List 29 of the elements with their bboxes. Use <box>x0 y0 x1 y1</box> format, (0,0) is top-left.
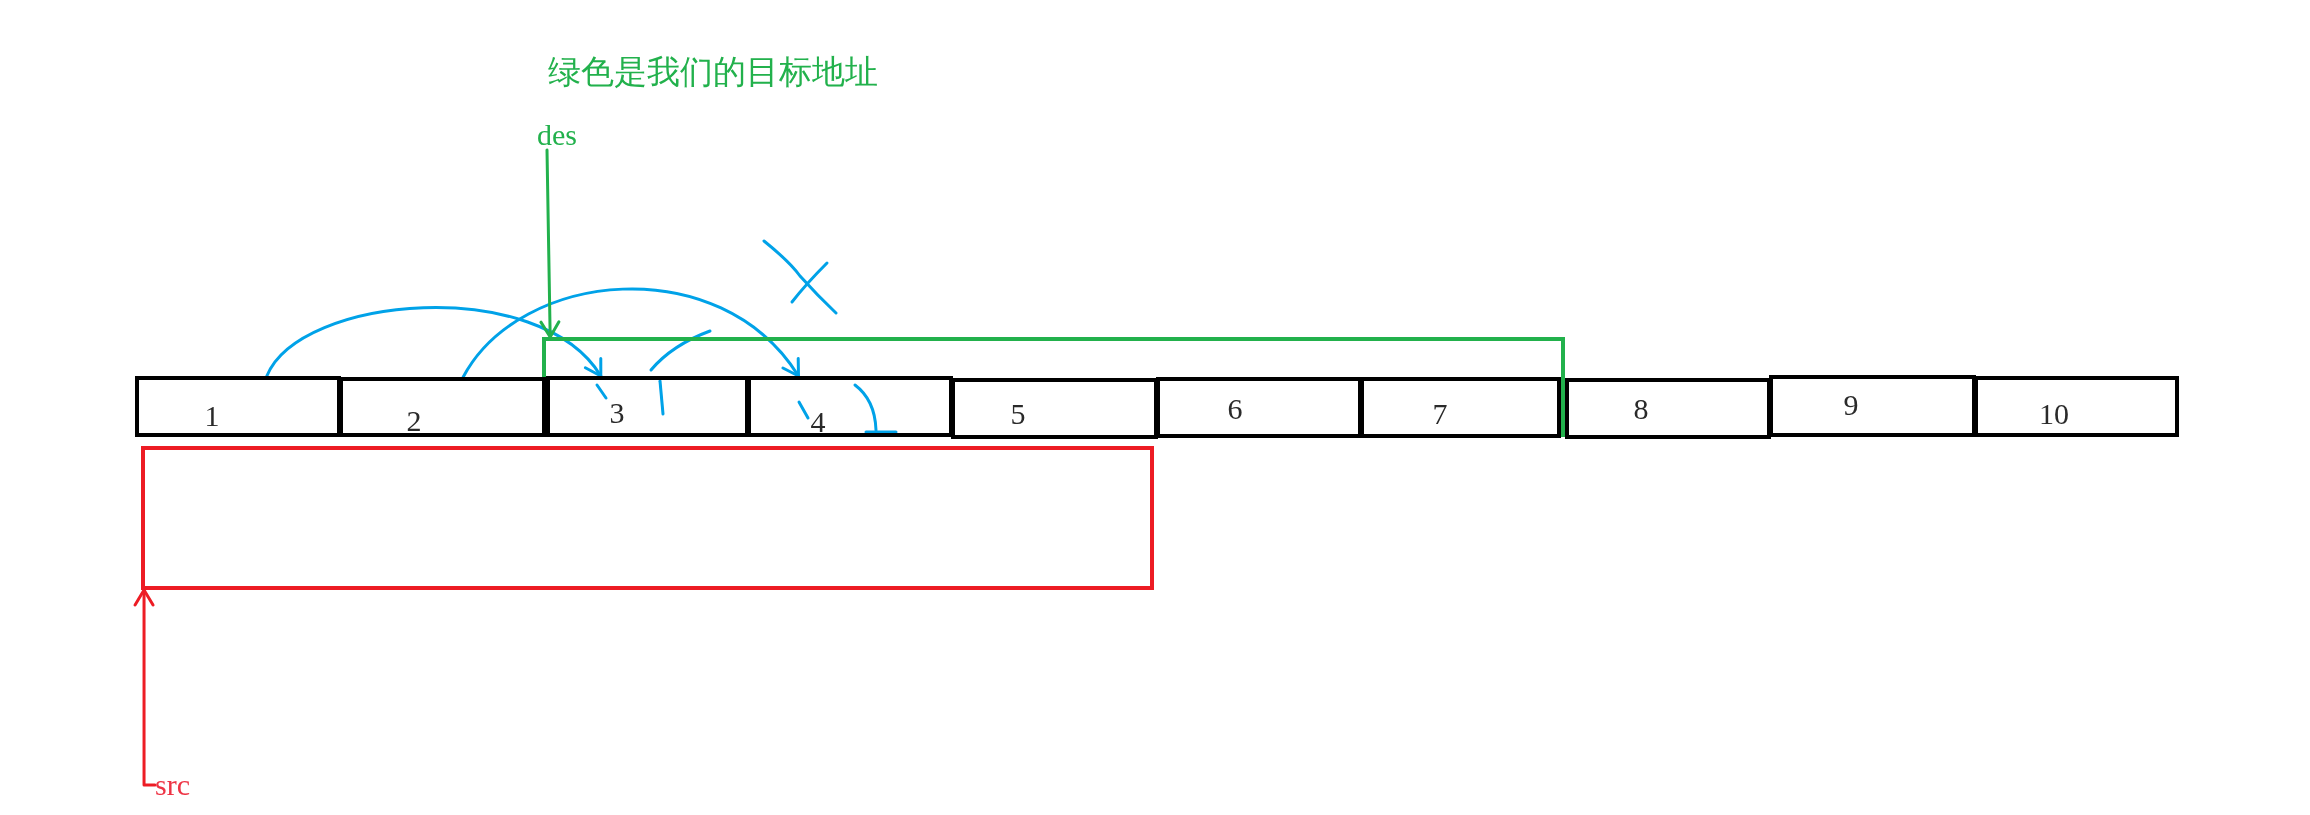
cell-number: 6 <box>1227 394 1243 424</box>
cell-number: 7 <box>1432 399 1448 429</box>
cell-number: 4 <box>810 407 826 437</box>
cell-number: 8 <box>1633 394 1649 424</box>
cell-number: 2 <box>406 406 422 436</box>
pointer-label: src <box>155 770 190 800</box>
arrow <box>133 588 157 787</box>
array-cell <box>1156 377 1362 438</box>
array-cell <box>951 378 1158 439</box>
curved-arrow <box>265 306 603 378</box>
curved-arrow <box>461 287 800 379</box>
array-cell <box>747 376 953 437</box>
array-cell <box>1769 375 1976 437</box>
array-cell <box>1360 377 1561 438</box>
note-text: 绿色是我们的目标地址 <box>548 55 878 88</box>
array-cell <box>339 377 546 437</box>
array-cell <box>1974 376 2179 437</box>
pointer-label: des <box>537 120 577 150</box>
cell-number: 1 <box>204 401 220 431</box>
bracket <box>542 337 1565 437</box>
arrow <box>539 148 561 339</box>
cell-number: 9 <box>1843 390 1859 420</box>
cell-number: 3 <box>609 398 625 428</box>
array-cell <box>135 376 341 437</box>
outline-box <box>141 446 1154 590</box>
array-cell <box>546 376 749 437</box>
array-cell <box>1565 378 1771 439</box>
cell-number: 10 <box>2039 399 2069 429</box>
cell-number: 5 <box>1010 399 1026 429</box>
